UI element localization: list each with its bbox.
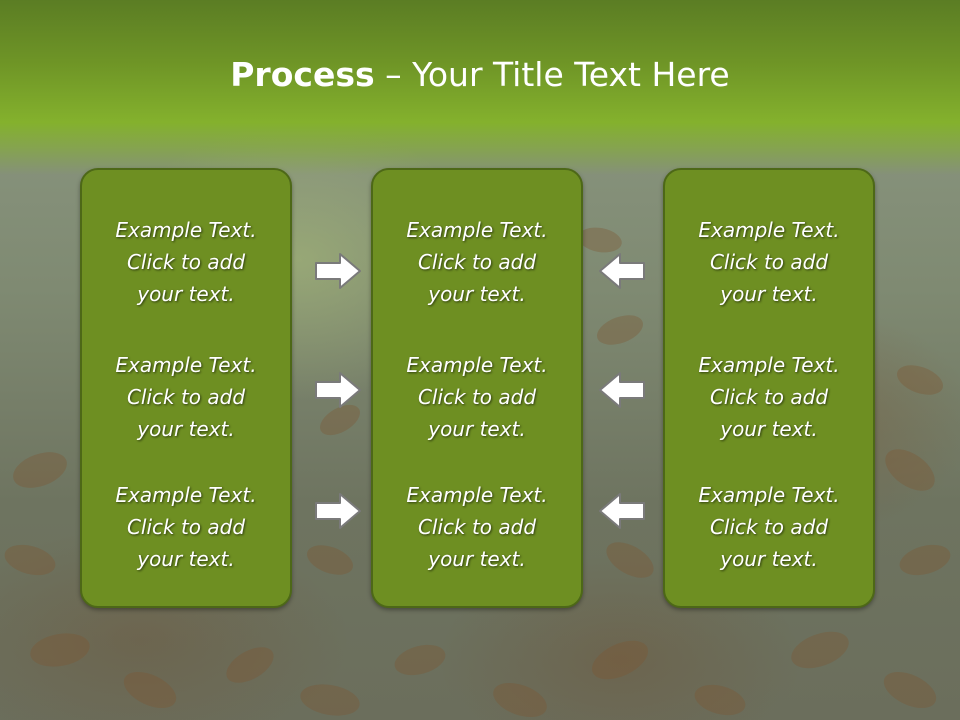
arrow-left-icon[interactable] (598, 251, 646, 291)
text-line: your text. (428, 417, 526, 441)
text-block[interactable]: Example Text. Click to add your text. (373, 349, 581, 445)
text-line: your text. (720, 282, 818, 306)
process-box-right[interactable]: Example Text. Click to add your text. Ex… (663, 168, 875, 608)
arrow-right-icon[interactable] (314, 251, 362, 291)
text-line: your text. (720, 547, 818, 571)
slide-title[interactable]: Process – Your Title Text Here (0, 52, 960, 98)
title-rest: – Your Title Text Here (374, 55, 730, 94)
text-line: your text. (428, 547, 526, 571)
text-line: Click to add (126, 250, 246, 274)
text-line: Click to add (417, 385, 537, 409)
process-box-center[interactable]: Example Text. Click to add your text. Ex… (371, 168, 583, 608)
text-line: Example Text. (406, 353, 548, 377)
text-line: your text. (720, 417, 818, 441)
text-block[interactable]: Example Text. Click to add your text. (373, 214, 581, 310)
text-block[interactable]: Example Text. Click to add your text. (82, 349, 290, 445)
text-line: Click to add (709, 385, 829, 409)
text-line: Click to add (126, 385, 246, 409)
text-line: Click to add (709, 515, 829, 539)
text-line: Click to add (126, 515, 246, 539)
text-block[interactable]: Example Text. Click to add your text. (82, 214, 290, 310)
text-line: your text. (137, 547, 235, 571)
text-line: Example Text. (698, 218, 840, 242)
text-line: Example Text. (115, 218, 257, 242)
text-line: Example Text. (698, 483, 840, 507)
text-line: Example Text. (115, 353, 257, 377)
title-bold: Process (230, 55, 375, 94)
text-block[interactable]: Example Text. Click to add your text. (82, 479, 290, 575)
text-line: Example Text. (115, 483, 257, 507)
text-line: Example Text. (698, 353, 840, 377)
text-line: your text. (137, 417, 235, 441)
text-block[interactable]: Example Text. Click to add your text. (665, 479, 873, 575)
arrow-left-icon[interactable] (598, 370, 646, 410)
arrow-right-icon[interactable] (314, 370, 362, 410)
text-line: Click to add (709, 250, 829, 274)
text-line: Click to add (417, 250, 537, 274)
text-line: Example Text. (406, 218, 548, 242)
text-line: Example Text. (406, 483, 548, 507)
text-block[interactable]: Example Text. Click to add your text. (665, 349, 873, 445)
arrow-left-icon[interactable] (598, 491, 646, 531)
process-box-left[interactable]: Example Text. Click to add your text. Ex… (80, 168, 292, 608)
text-line: your text. (137, 282, 235, 306)
text-block[interactable]: Example Text. Click to add your text. (373, 479, 581, 575)
text-block[interactable]: Example Text. Click to add your text. (665, 214, 873, 310)
arrow-right-icon[interactable] (314, 491, 362, 531)
text-line: Click to add (417, 515, 537, 539)
text-line: your text. (428, 282, 526, 306)
title-bar (0, 0, 960, 175)
